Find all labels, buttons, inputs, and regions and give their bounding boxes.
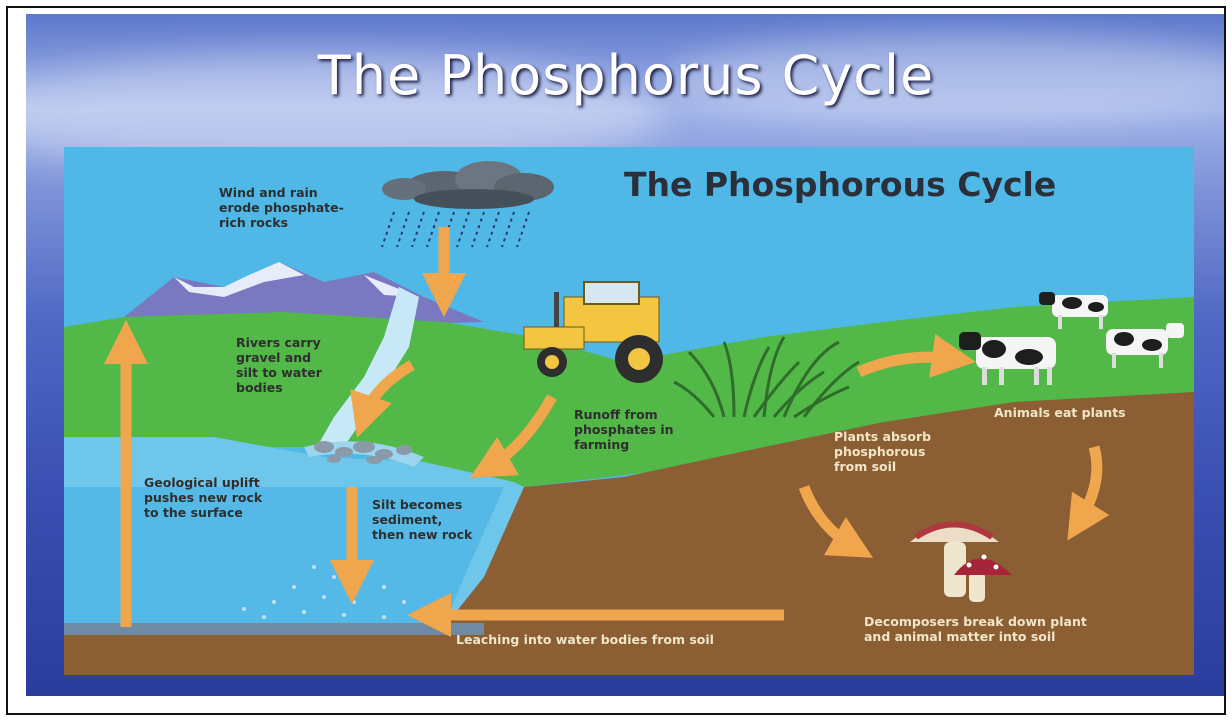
label-uplift: Geological uplift pushes new rock to the… bbox=[144, 475, 262, 520]
label-wind-rain: Wind and rain erode phosphate- rich rock… bbox=[219, 185, 344, 230]
label-silt: Silt becomes sediment, then new rock bbox=[372, 497, 472, 542]
label-leaching: Leaching into water bodies from soil bbox=[456, 632, 714, 647]
diagram-title: The Phosphorous Cycle bbox=[624, 165, 1056, 204]
label-plants-absorb: Plants absorb phosphorous from soil bbox=[834, 429, 931, 474]
label-animals: Animals eat plants bbox=[994, 405, 1126, 420]
slide-frame: The Phosphorus Cycle bbox=[6, 6, 1226, 715]
slide: The Phosphorus Cycle bbox=[26, 14, 1226, 696]
label-runoff: Runoff from phosphates in farming bbox=[574, 407, 674, 452]
slide-title: The Phosphorus Cycle bbox=[26, 44, 1226, 107]
label-decomposers: Decomposers break down plant and animal … bbox=[864, 614, 1087, 644]
phosphorus-cycle-diagram: The Phosphorous Cycle Wind and rain erod… bbox=[64, 147, 1194, 675]
label-rivers: Rivers carry gravel and silt to water bo… bbox=[236, 335, 322, 395]
